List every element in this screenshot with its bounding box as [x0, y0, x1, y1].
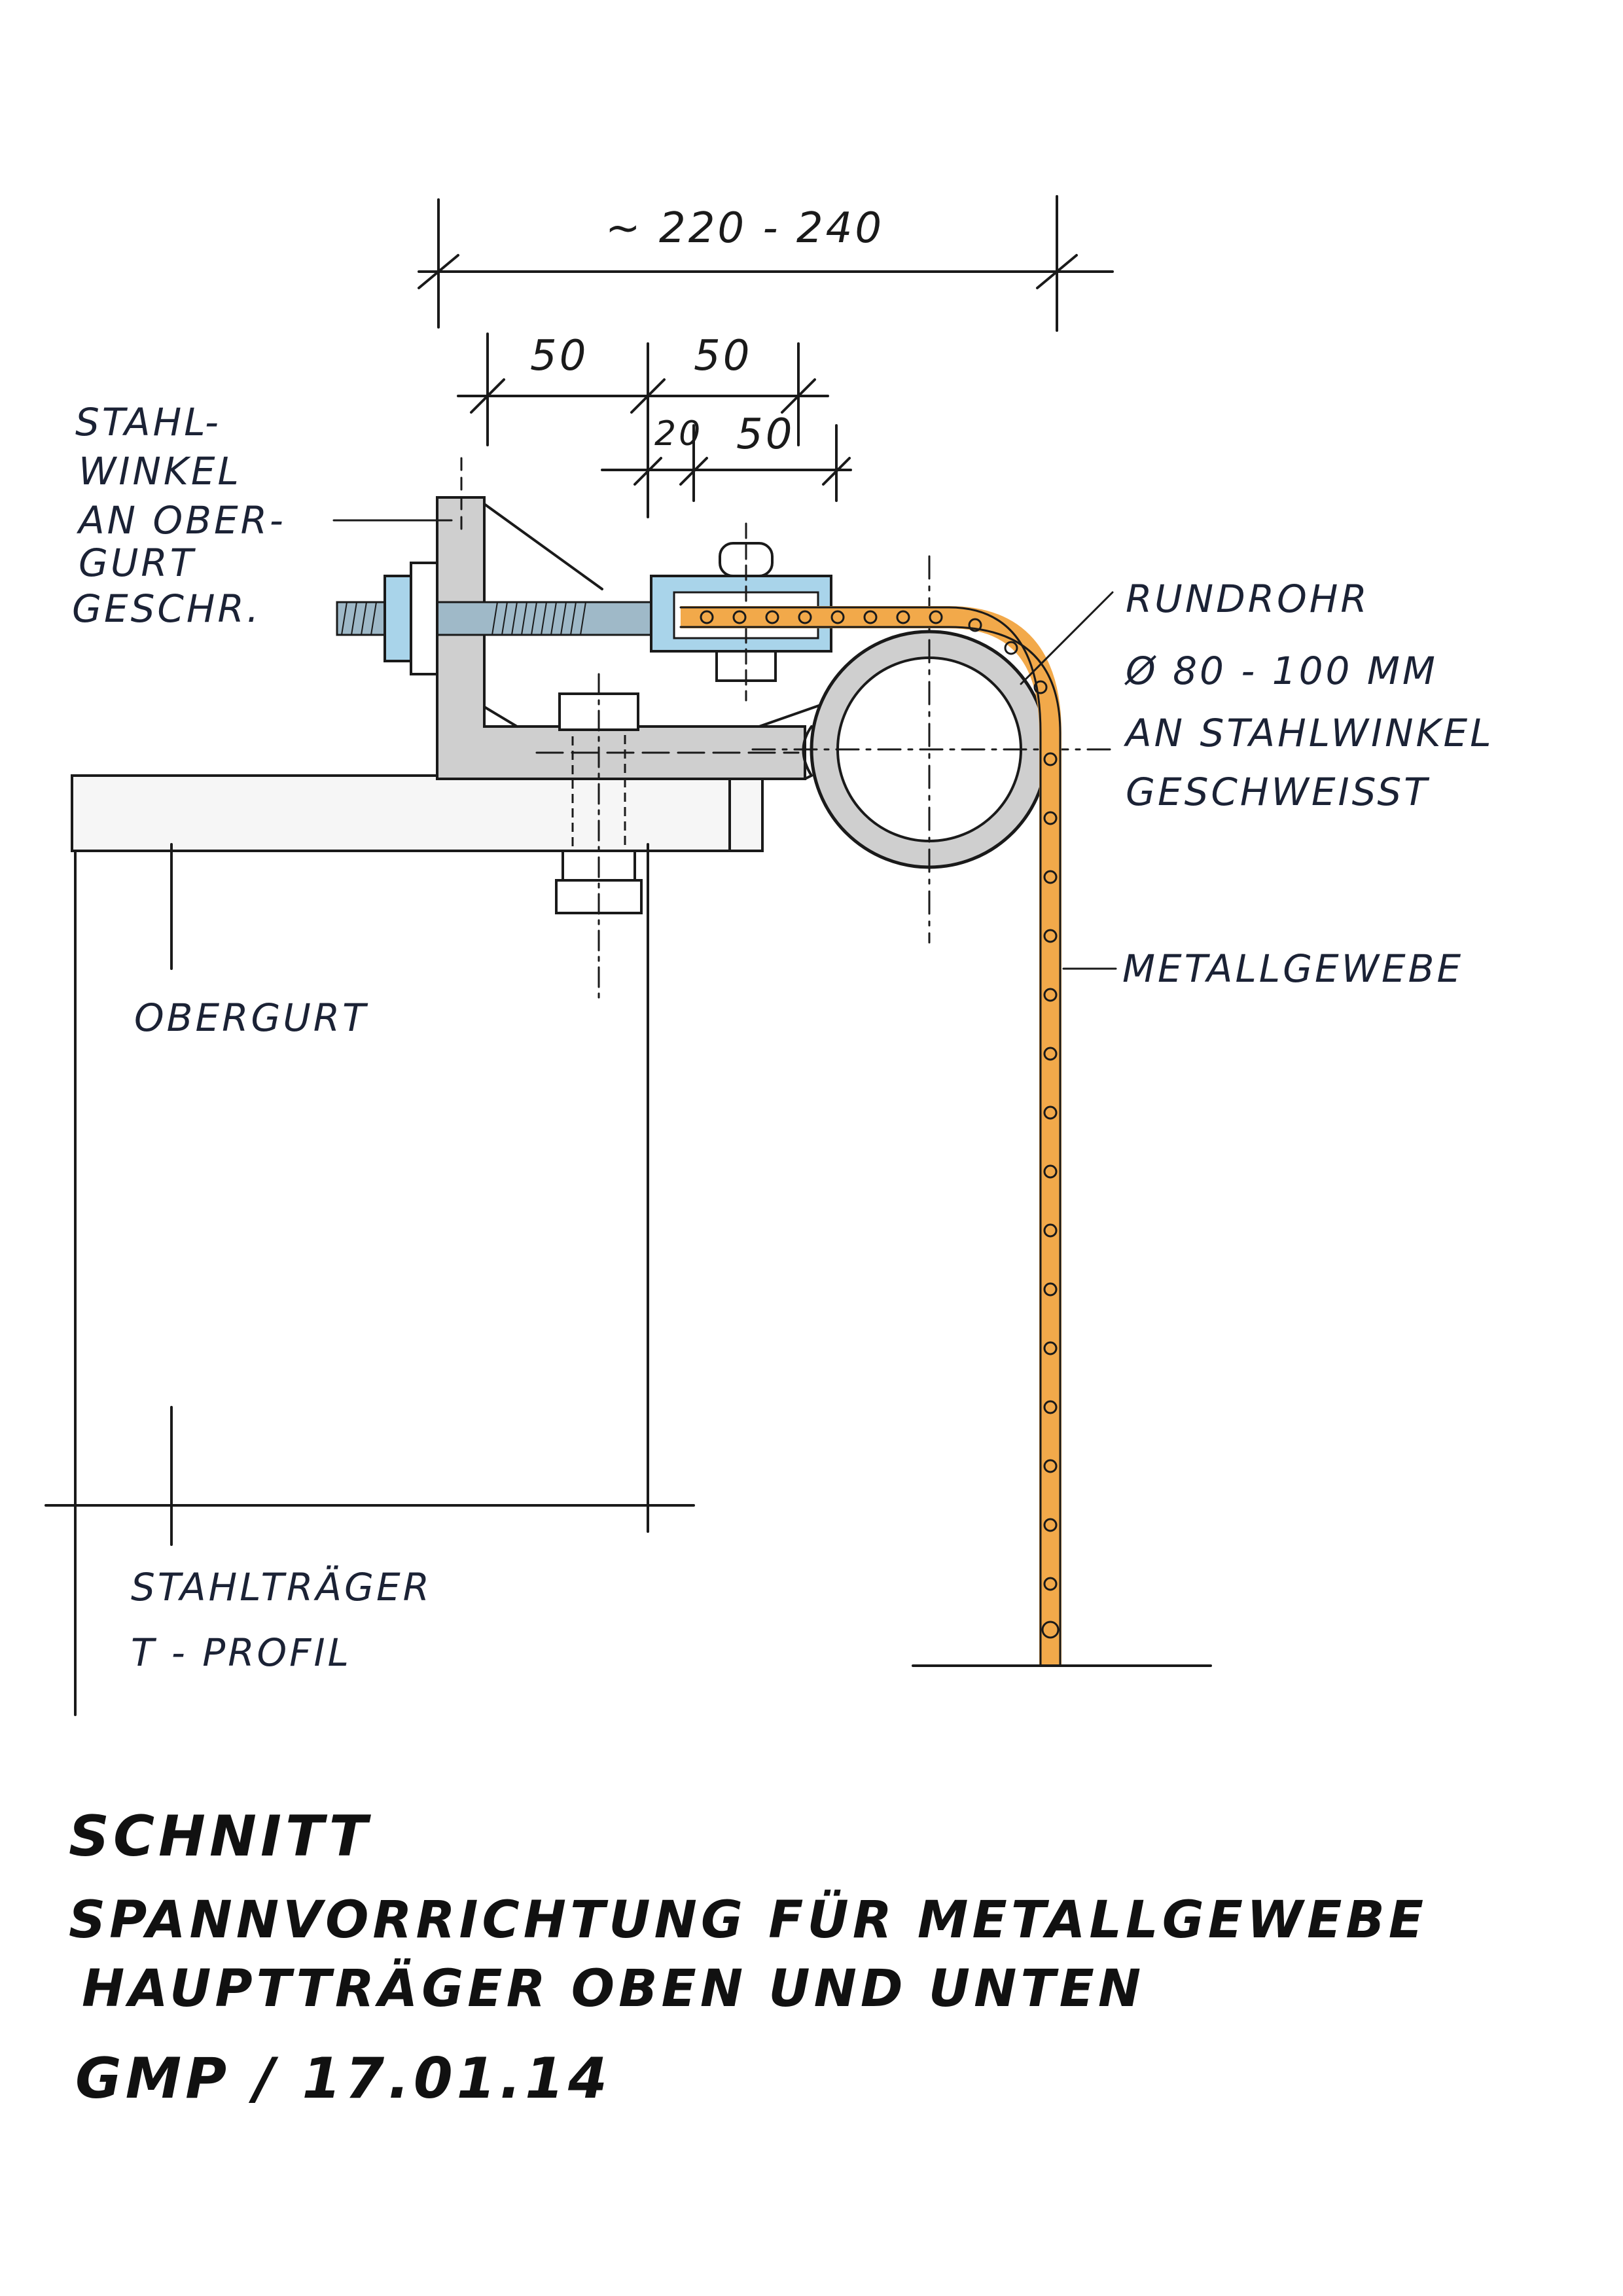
- title-line4: GMP / 17.01.14: [75, 2046, 611, 2111]
- label-stahlwinkel-line4: GURT: [79, 541, 196, 585]
- dim-20: 20: [654, 414, 703, 454]
- leader-lines: [332, 519, 1117, 970]
- top-flange: [71, 774, 764, 852]
- steel-angle: [436, 457, 826, 780]
- label-stahlwinkel-line1: STAHL-: [75, 400, 221, 444]
- title-line3: HAUPTTRÄGER OBEN UND UNTEN: [82, 1958, 1145, 2018]
- threaded-rod: [336, 562, 656, 675]
- title-line1: SCHNITT: [69, 1804, 372, 1869]
- nut-left: [383, 575, 412, 662]
- dimension-lines: [418, 195, 1114, 518]
- steel-t-beam: [45, 774, 764, 1716]
- nut-left-2: [410, 562, 438, 675]
- label-rundrohr-line1: RUNDROHR: [1126, 577, 1370, 621]
- label-stahltraeger-line1: STAHLTRÄGER: [131, 1565, 432, 1609]
- label-rundrohr: RUNDROHR Ø 80 - 100 MM AN STAHLWINKEL GE…: [1123, 577, 1494, 814]
- metal-mesh: [679, 606, 1212, 1667]
- label-rundrohr-line4: GESCHWEISST: [1126, 770, 1430, 814]
- flange-bolt: [555, 673, 643, 1003]
- title-line2: SPANNVORRICHTUNG FÜR METALLGEWEBE: [69, 1890, 1427, 1950]
- dim-50-right: 50: [694, 332, 752, 380]
- label-stahlwinkel: STAHL- WINKEL AN OBER- GURT GESCHR.: [72, 400, 286, 631]
- label-metallgewebe: METALLGEWEBE: [1122, 946, 1463, 991]
- dim-50-left: 50: [530, 332, 588, 380]
- dim-50-small: 50: [736, 410, 794, 459]
- dim-overall: ~ 220 - 240: [605, 204, 884, 253]
- label-rundrohr-line2: Ø 80 - 100 MM: [1124, 649, 1438, 693]
- label-stahlwinkel-line5: GESCHR.: [72, 586, 261, 631]
- label-stahlwinkel-line3: AN OBER-: [76, 498, 286, 543]
- label-rundrohr-line3: AN STAHLWINKEL: [1123, 711, 1494, 755]
- title-block: SCHNITT SPANNVORRICHTUNG FÜR METALLGEWEB…: [69, 1804, 1427, 2111]
- label-stahltraeger-line2: T - PROFIL: [131, 1630, 351, 1675]
- label-obergurt: OBERGURT: [134, 996, 368, 1040]
- label-stahlwinkel-line2: WINKEL: [79, 449, 241, 493]
